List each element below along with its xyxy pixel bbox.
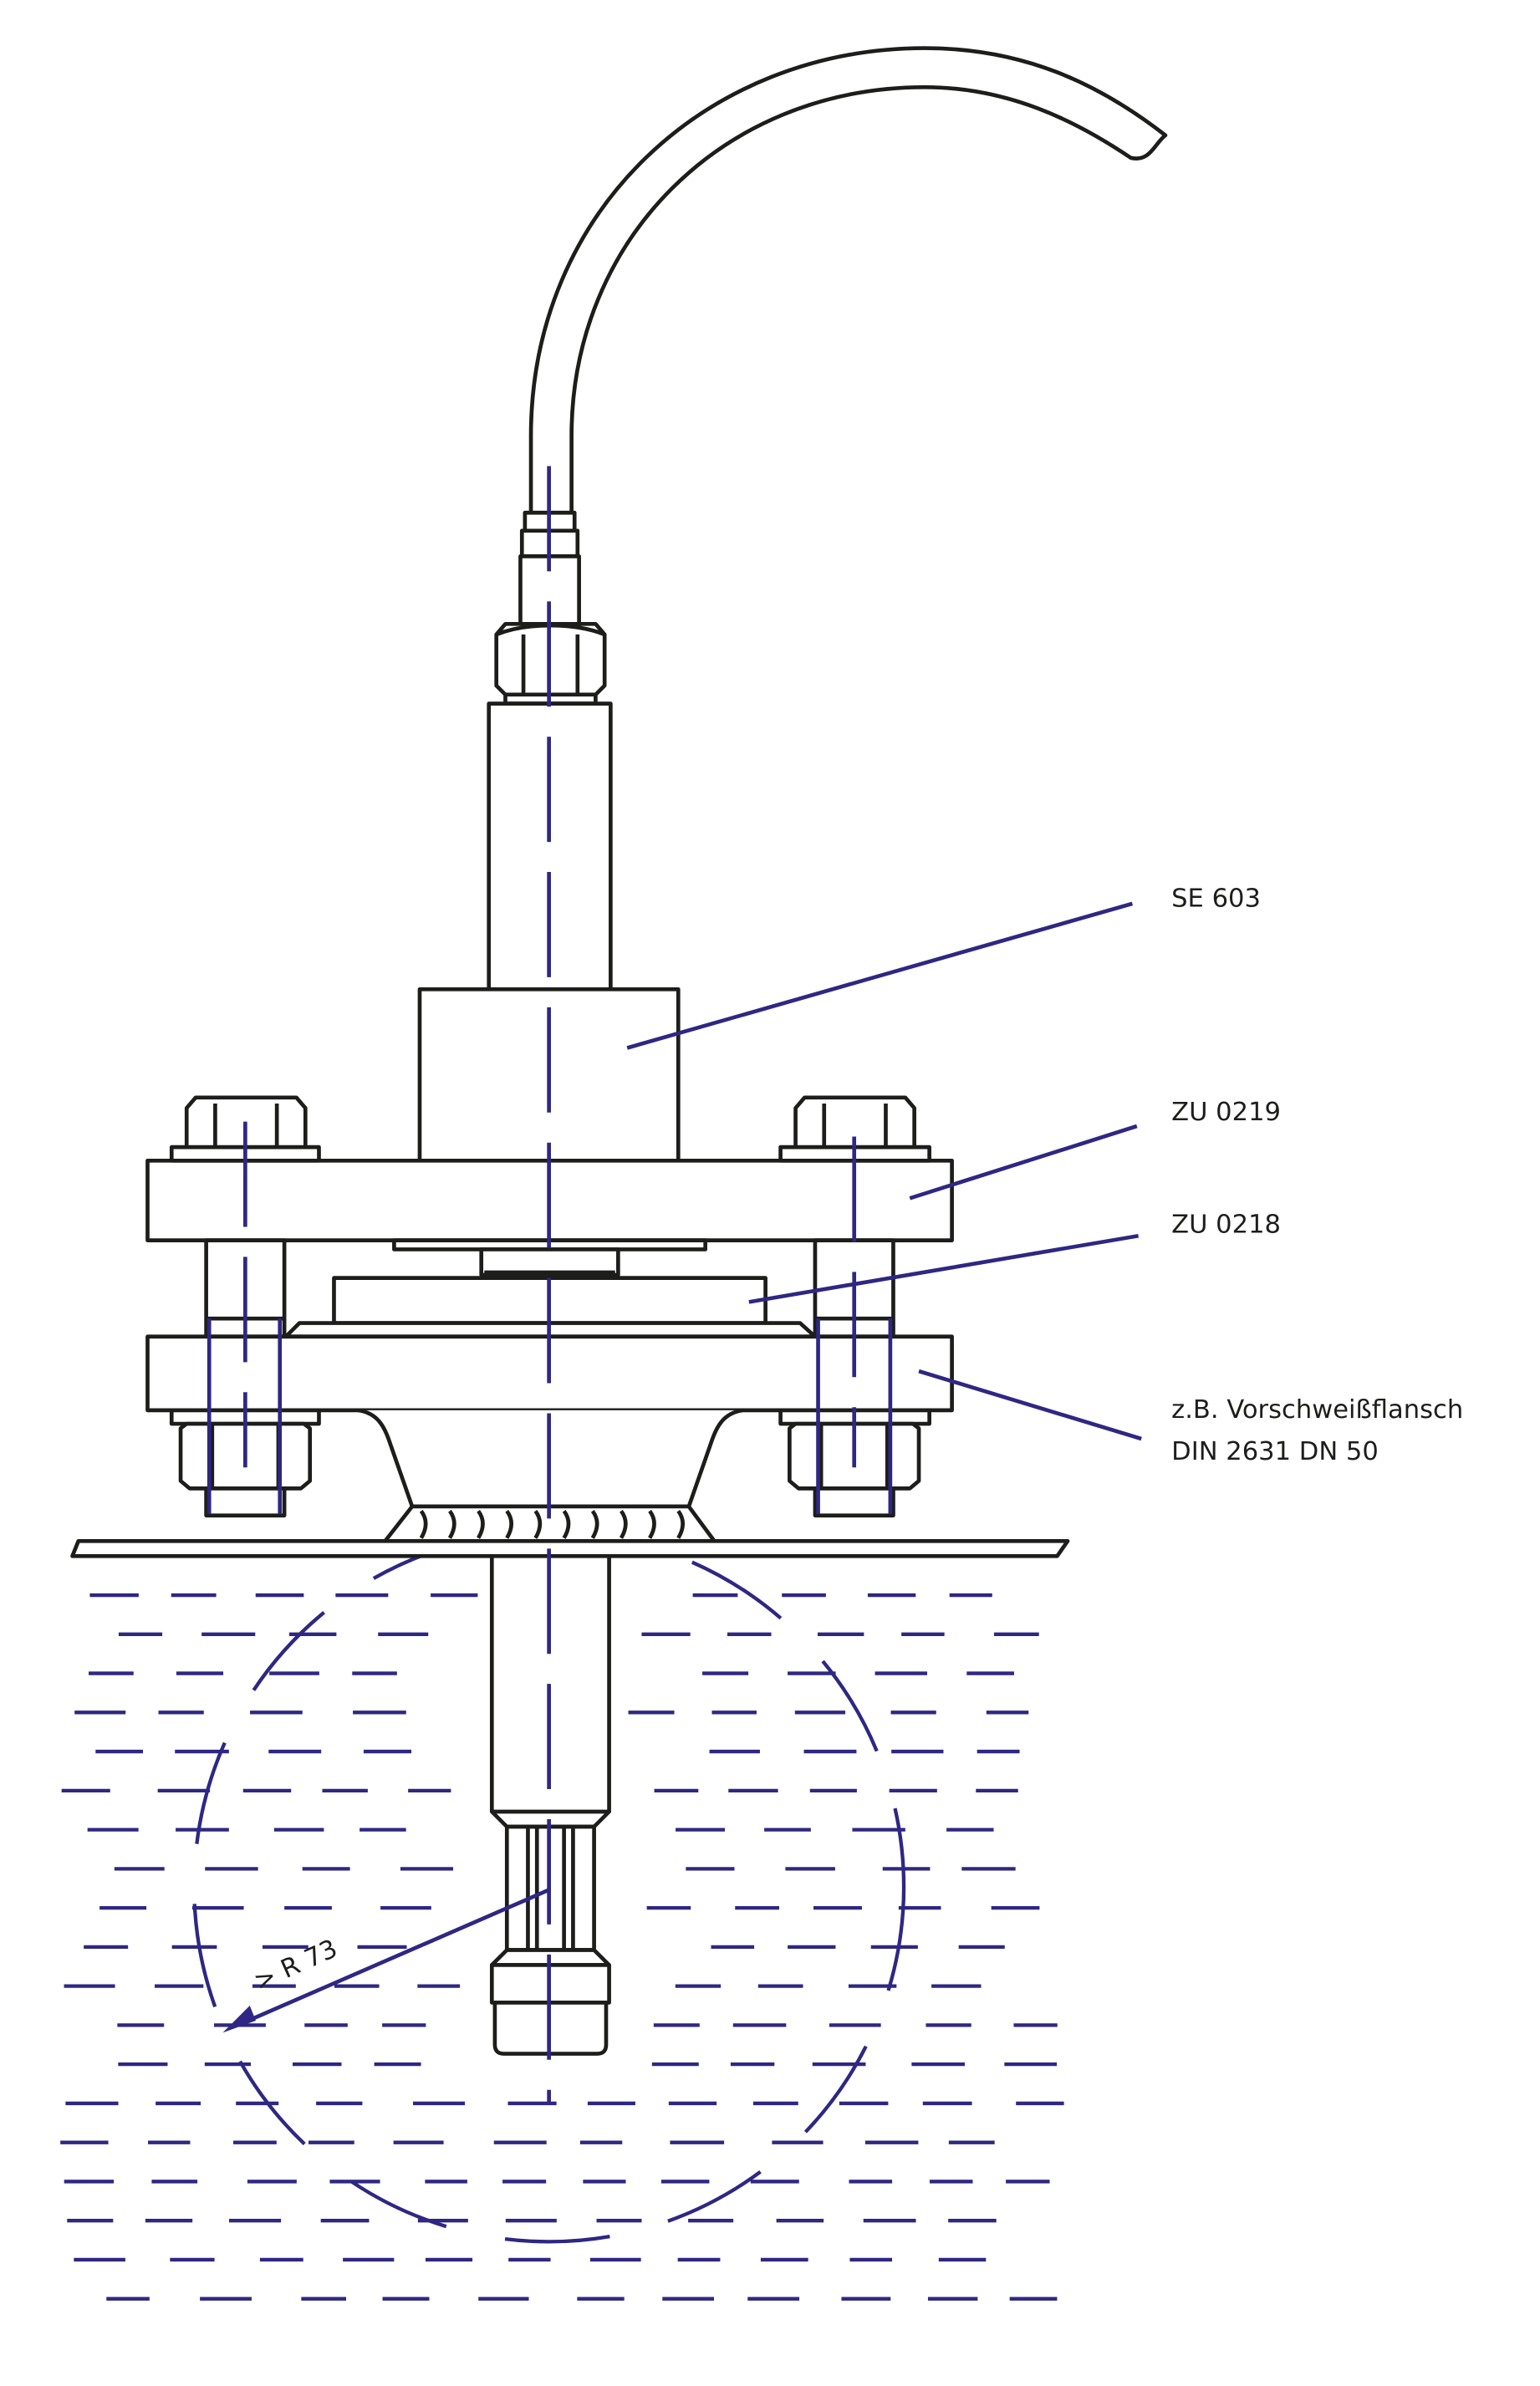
leader-se603 bbox=[626, 901, 1134, 1050]
leader-zu0219 bbox=[909, 1124, 1138, 1201]
centerlines bbox=[207, 466, 893, 2105]
leader-zu0218 bbox=[748, 1233, 1139, 1304]
leader-flange bbox=[918, 1369, 1142, 1441]
label-zu0219: ZU 0219 bbox=[1171, 1098, 1281, 1127]
label-zu0218: ZU 0218 bbox=[1171, 1211, 1281, 1240]
label-flange-line1: z.B. Vorschweißflansch bbox=[1171, 1395, 1463, 1425]
label-flange-line2: DIN 2631 DN 50 bbox=[1171, 1437, 1379, 1466]
fluid-hatching bbox=[60, 1593, 1064, 2301]
label-se603: SE 603 bbox=[1171, 884, 1261, 913]
tank-wall bbox=[70, 1538, 1070, 1558]
arrowhead-icon bbox=[222, 2006, 256, 2033]
cable bbox=[528, 46, 1168, 513]
